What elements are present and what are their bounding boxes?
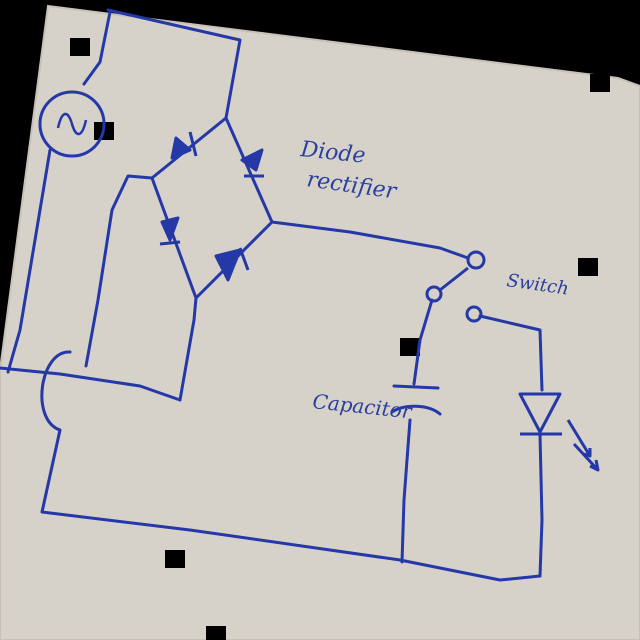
diode-1 <box>170 136 192 160</box>
led <box>518 392 600 472</box>
switch <box>425 250 486 323</box>
wires <box>0 8 544 582</box>
ac-source <box>38 90 106 158</box>
diode-2 <box>240 148 264 172</box>
capacitor <box>390 384 442 416</box>
diode-4 <box>214 248 242 282</box>
paper-shade <box>0 4 640 640</box>
diode-bridge <box>150 116 274 300</box>
led-arrow-icon <box>566 419 600 472</box>
redaction-marks <box>70 38 610 640</box>
diode-3 <box>160 216 180 242</box>
paper-sheet <box>0 6 640 640</box>
sine-wave-icon <box>56 112 88 136</box>
